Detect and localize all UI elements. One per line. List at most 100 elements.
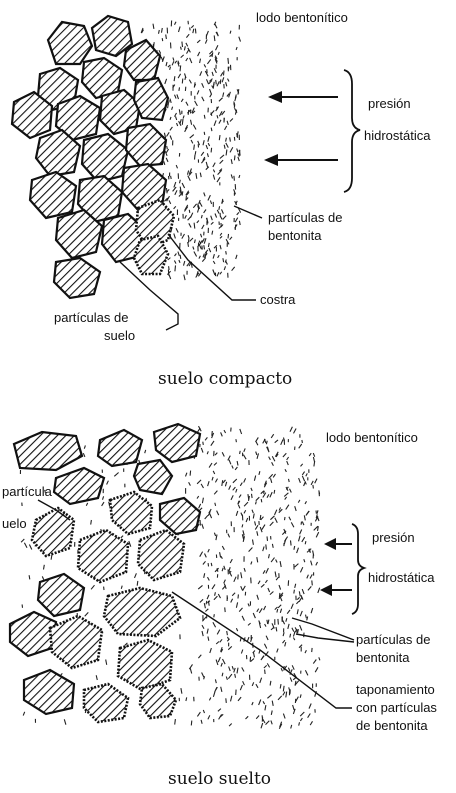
bentonite-particle (207, 715, 211, 720)
bentonite-particle (268, 473, 274, 479)
bentonite-particle (255, 683, 259, 689)
bentonite-particle (238, 494, 242, 498)
bentonite-particle (199, 58, 202, 64)
bentonite-particle (286, 609, 291, 615)
bentonite-particle (238, 607, 243, 612)
bentonite-particle (255, 451, 258, 456)
bentonite-particle (188, 168, 193, 175)
bentonite-particle (282, 620, 286, 625)
bentonite-particle (217, 254, 220, 259)
bentonite-particle (207, 481, 210, 487)
bentonite-particle (220, 72, 224, 77)
bentonite-particle (182, 260, 186, 266)
bentonite-particle (179, 186, 182, 193)
bentonite-particle (222, 258, 225, 263)
bentonite-particle (214, 57, 218, 62)
bentonite-particle (231, 592, 236, 597)
soil-particle (54, 94, 102, 142)
bentonite-particle (168, 200, 172, 205)
bentonite-particle (227, 57, 230, 64)
soil-particle (82, 682, 130, 724)
bentonite-particle (205, 144, 209, 150)
bentonite-particle (206, 451, 209, 455)
bentonite-particle (216, 115, 219, 119)
bentonite-particle (198, 201, 203, 207)
bentonite-particle (188, 664, 193, 670)
bentonite-particle (179, 65, 182, 72)
bentonite-particle (189, 134, 195, 139)
bentonite-particle (212, 260, 216, 265)
bentonite-particle (171, 106, 174, 110)
bentonite-particle (175, 227, 179, 233)
bentonite-particle (169, 126, 173, 131)
bentonite-particle (193, 239, 196, 244)
soil-particle (52, 466, 106, 506)
bentonite-particle (239, 684, 243, 691)
bottom-pressure-arrowhead-lower (320, 584, 332, 596)
bentonite-particle (278, 594, 284, 600)
bentonite-particle (274, 606, 278, 610)
bentonite-particle (275, 576, 279, 581)
bentonite-particle (207, 548, 210, 553)
bentonite-particle (206, 217, 209, 224)
soil-particle (52, 256, 102, 300)
bentonite-particle (253, 475, 257, 481)
bentonite-particle (208, 512, 213, 519)
bentonite-particle (265, 635, 269, 641)
bentonite-particle (230, 598, 234, 603)
bentonite-particle (279, 592, 284, 597)
soil-particle (152, 422, 202, 464)
soil-particle (132, 458, 174, 496)
bentonite-particle (120, 585, 123, 589)
bentonite-particle (282, 452, 287, 458)
bentonite-particle (266, 663, 271, 668)
bentonite-particle (230, 159, 233, 165)
bottom-bentonite-label-2: bentonita (356, 650, 410, 665)
bentonite-particle (163, 132, 167, 139)
bentonite-particle (207, 510, 211, 516)
bentonite-particle (218, 111, 223, 117)
bentonite-particle (270, 557, 275, 563)
bentonite-particle (174, 190, 178, 196)
bentonite-particle (50, 554, 53, 560)
bentonite-particle (228, 485, 232, 490)
bentonite-particle (262, 546, 265, 552)
bentonite-particle (222, 215, 227, 220)
bentonite-particle (260, 490, 265, 495)
bentonite-particle (200, 447, 204, 453)
bentonite-particle (282, 639, 286, 644)
bentonite-particle (211, 476, 214, 481)
bentonite-particle (229, 137, 231, 142)
bentonite-particle (264, 623, 267, 627)
bentonite-particle (208, 247, 212, 253)
bentonite-particle (203, 209, 207, 214)
bentonite-particle (208, 88, 213, 95)
bentonite-particle (299, 529, 303, 535)
bentonite-particle (219, 232, 223, 236)
bentonite-particle (188, 481, 191, 486)
bentonite-particle (296, 600, 300, 605)
bentonite-particle (213, 595, 218, 601)
bentonite-particle (41, 576, 45, 580)
bentonite-particle (217, 51, 220, 55)
bentonite-particle (212, 621, 217, 628)
bentonite-particle (303, 559, 306, 563)
bentonite-particle (199, 71, 203, 77)
bentonite-particle (235, 439, 237, 443)
bentonite-particle (198, 425, 202, 432)
bentonite-particle (282, 437, 285, 442)
bentonite-particle (165, 148, 170, 153)
bentonite-particle (237, 153, 240, 157)
bentonite-particle (210, 147, 213, 153)
bentonite-particle (213, 120, 217, 126)
bentonite-particle (291, 627, 295, 632)
bentonite-particle (238, 36, 242, 42)
bentonite-particle (266, 619, 269, 625)
bentonite-particle (262, 492, 267, 498)
bentonite-particle (90, 584, 95, 590)
bentonite-particle (207, 142, 211, 147)
bentonite-particle (191, 107, 195, 114)
bentonite-particle (270, 515, 275, 521)
bentonite-particle (178, 87, 181, 91)
bentonite-particle (216, 209, 220, 214)
